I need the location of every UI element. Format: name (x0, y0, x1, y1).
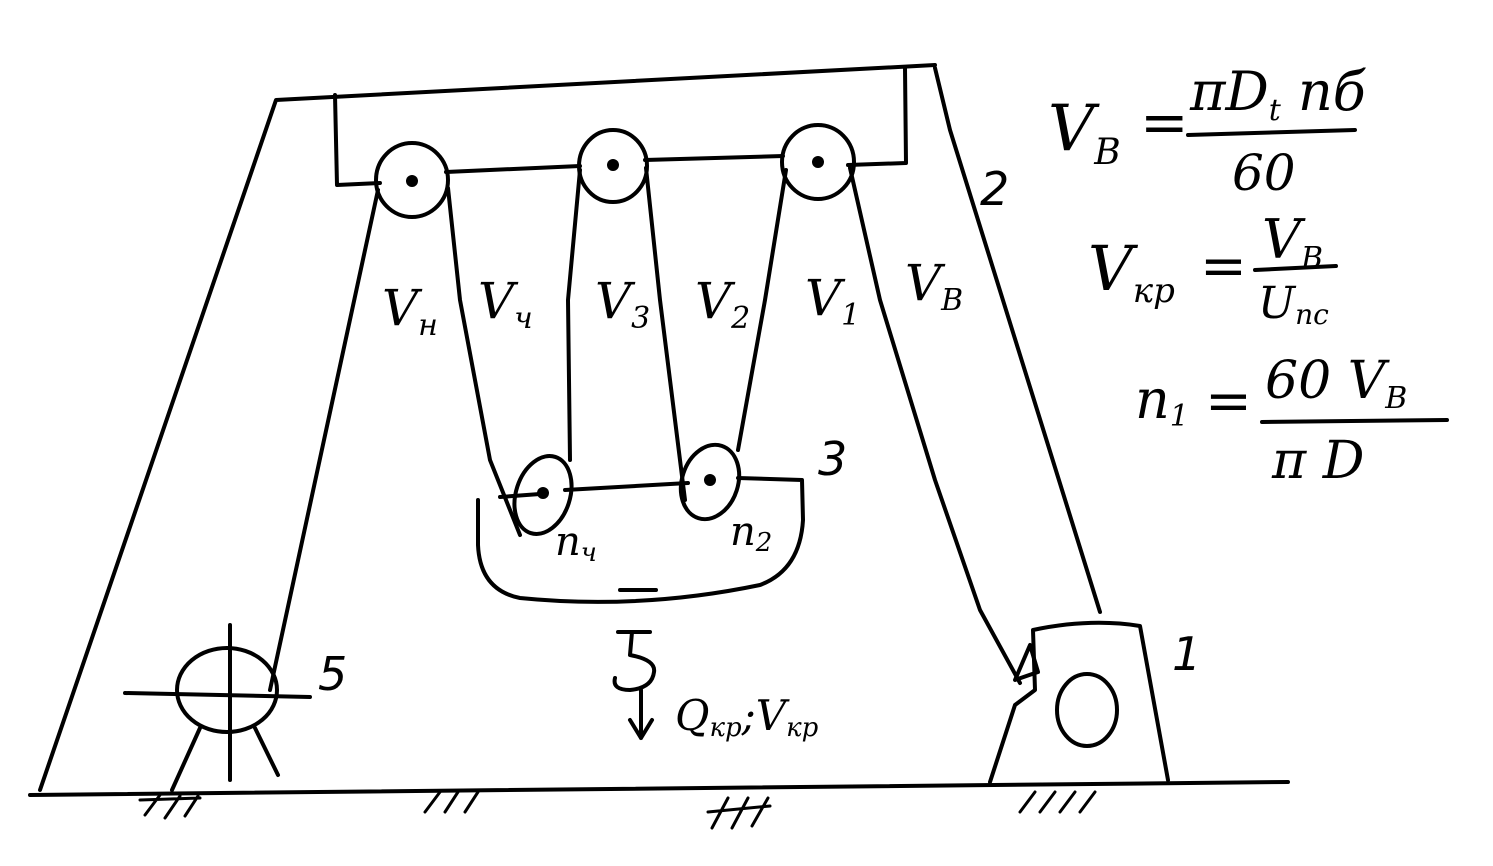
eq3-lhs: n1 (1135, 368, 1189, 434)
travelling-block (476, 476, 805, 604)
crown-pulley-left (374, 141, 450, 219)
travelling-pulley-left (498, 454, 574, 536)
eq2-equals: = (1200, 234, 1247, 299)
ground (28, 780, 1290, 830)
load-label: Qкр;Vкр (675, 691, 819, 743)
eq3-equals: = (1205, 369, 1252, 434)
frame (38, 63, 1102, 792)
crown-pulley-middle (577, 128, 649, 204)
dead-line-anchor (123, 623, 312, 792)
label-v-h: Vн (382, 279, 438, 343)
block-link (563, 481, 690, 492)
eq3-fraction-bar (1260, 418, 1449, 424)
part-number-5: 5 (318, 647, 347, 701)
label-v-1: V1 (805, 269, 860, 333)
label-n4: nч (555, 519, 597, 568)
eq3-numerator: 60 VB (1265, 351, 1407, 416)
part-number-2: 2 (980, 162, 1009, 216)
crown-block-housing (333, 66, 908, 187)
eq2-lhs: Vкр (1088, 232, 1175, 311)
winch-drum (988, 620, 1170, 784)
part-number-1: 1 (1172, 627, 1201, 681)
eq1-denominator: 60 (1232, 144, 1296, 202)
eq2-denominator: Uпс (1258, 278, 1329, 331)
equation-vkr: Vкр = VB Uпс (1088, 208, 1338, 331)
label-v-b: VB (905, 254, 963, 318)
label-v-2: V2 (695, 272, 750, 336)
eq1-equals: = (1140, 88, 1189, 156)
equation-n1: n1 = 60 VB π D (1135, 351, 1449, 491)
crown-pulley-right (780, 123, 856, 201)
eq1-fraction-bar (1186, 128, 1357, 137)
label-n2: n2 (730, 509, 772, 558)
label-v-4: Vч (478, 272, 533, 336)
label-v-3: V3 (595, 272, 650, 336)
equation-vb: VB = πDt nб 60 (1048, 60, 1367, 202)
crown-axle-link (444, 154, 785, 174)
eq2-fraction-bar (1253, 264, 1338, 272)
eq1-numerator: πDt nб (1189, 60, 1367, 128)
ropes (268, 166, 1022, 692)
eq3-denominator: π D (1271, 431, 1364, 491)
hook (612, 630, 657, 740)
eq1-lhs: VB (1048, 92, 1121, 173)
part-number-3: 3 (818, 432, 847, 486)
rope-labels: Vн Vч V3 V2 V1 VB (382, 254, 963, 343)
